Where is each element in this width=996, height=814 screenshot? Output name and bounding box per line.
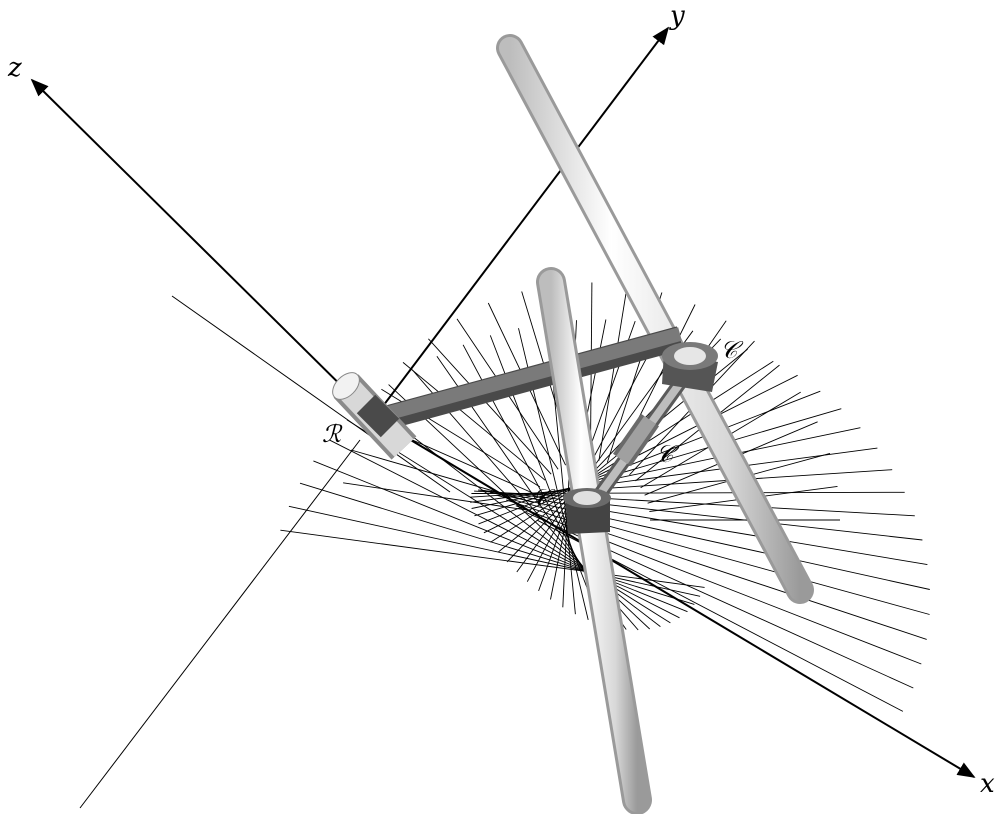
ruling-line — [299, 482, 695, 605]
ruling-line — [280, 529, 705, 588]
z-axis-label: z — [7, 53, 22, 83]
ruling-line — [483, 489, 928, 566]
axes — [30, 26, 976, 778]
ruling-line — [483, 374, 798, 534]
guide-line — [79, 439, 361, 809]
y-axis — [373, 26, 670, 419]
ruling-line — [343, 482, 531, 512]
ruling-line — [471, 491, 905, 494]
cylindrical-joint-top-label: 𝒞 — [720, 336, 744, 364]
ruling-line — [328, 439, 680, 619]
ruling-line — [350, 449, 533, 503]
ruling-line — [288, 505, 701, 597]
ruling-line — [489, 491, 930, 590]
ruling-line — [478, 390, 821, 525]
collar-bottom — [563, 488, 611, 534]
ruling-line — [474, 490, 915, 517]
link-c-to-c — [584, 367, 694, 513]
rod-right — [496, 34, 814, 604]
z-axis — [30, 78, 375, 419]
x-axis — [373, 417, 976, 778]
ruling-line — [598, 285, 628, 461]
revolute-joint-label: ℛ — [322, 420, 343, 448]
x-axis-label: x — [980, 769, 995, 799]
ruling-line — [526, 324, 665, 582]
revolute-joint — [332, 372, 417, 460]
ruling-line — [428, 338, 552, 475]
ruling-line — [470, 469, 893, 498]
link-r-to-c — [374, 326, 684, 432]
collar-top — [662, 342, 718, 392]
ruling-line — [478, 489, 923, 541]
y-axis-label: y — [669, 1, 685, 31]
guide-line-upper — [171, 295, 451, 493]
ruling-line — [474, 408, 842, 517]
rod-center — [536, 267, 652, 814]
ruling-line — [402, 362, 546, 481]
cylindrical-joint-middle-label: 𝒞 — [656, 440, 680, 468]
